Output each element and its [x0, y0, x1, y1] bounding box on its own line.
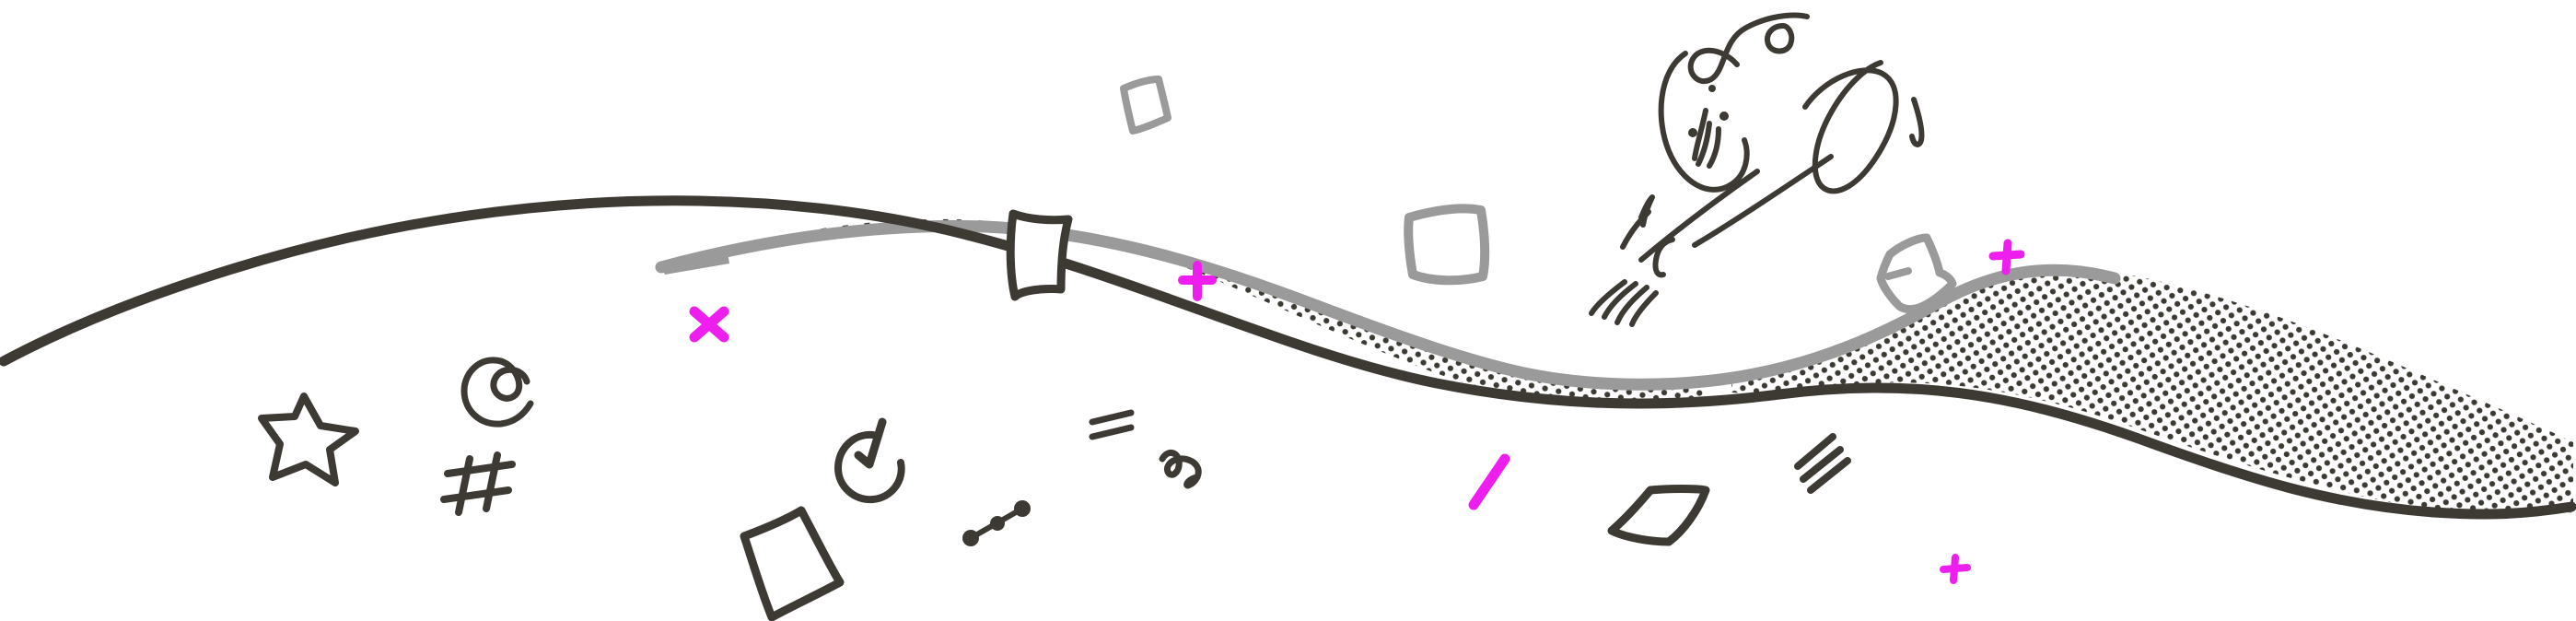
magenta-cross-3 — [1988, 239, 2025, 275]
scribble-face-doodle — [1589, 12, 1925, 327]
magenta-slash-1 — [1468, 453, 1510, 510]
magenta-cross-2 — [1178, 261, 1217, 301]
check-circle-doodle — [833, 417, 905, 504]
at-sign-doodle — [460, 357, 534, 428]
gray-banner-doodle — [1876, 233, 1957, 314]
squiggle-doodle — [1159, 450, 1202, 489]
wave-baseline — [0, 195, 2576, 520]
magenta-cross-1 — [689, 306, 729, 343]
magenta-cross-4 — [1940, 554, 1971, 584]
paper-card-doodle-right — [1607, 485, 1710, 546]
flag-marker[interactable] — [1006, 190, 1074, 301]
paper-card-doodle-gray — [1404, 204, 1490, 286]
star-doodle — [258, 393, 359, 486]
paper-card-doodle-top — [1120, 76, 1171, 135]
hash-doodle — [440, 451, 516, 516]
equals-doodle — [1089, 409, 1135, 440]
paper-card-doodle-left — [740, 506, 845, 621]
wave-highlight-band — [655, 219, 2121, 391]
triple-slash-doodle — [1794, 433, 1851, 494]
connected-dots-doodle — [962, 500, 1031, 546]
